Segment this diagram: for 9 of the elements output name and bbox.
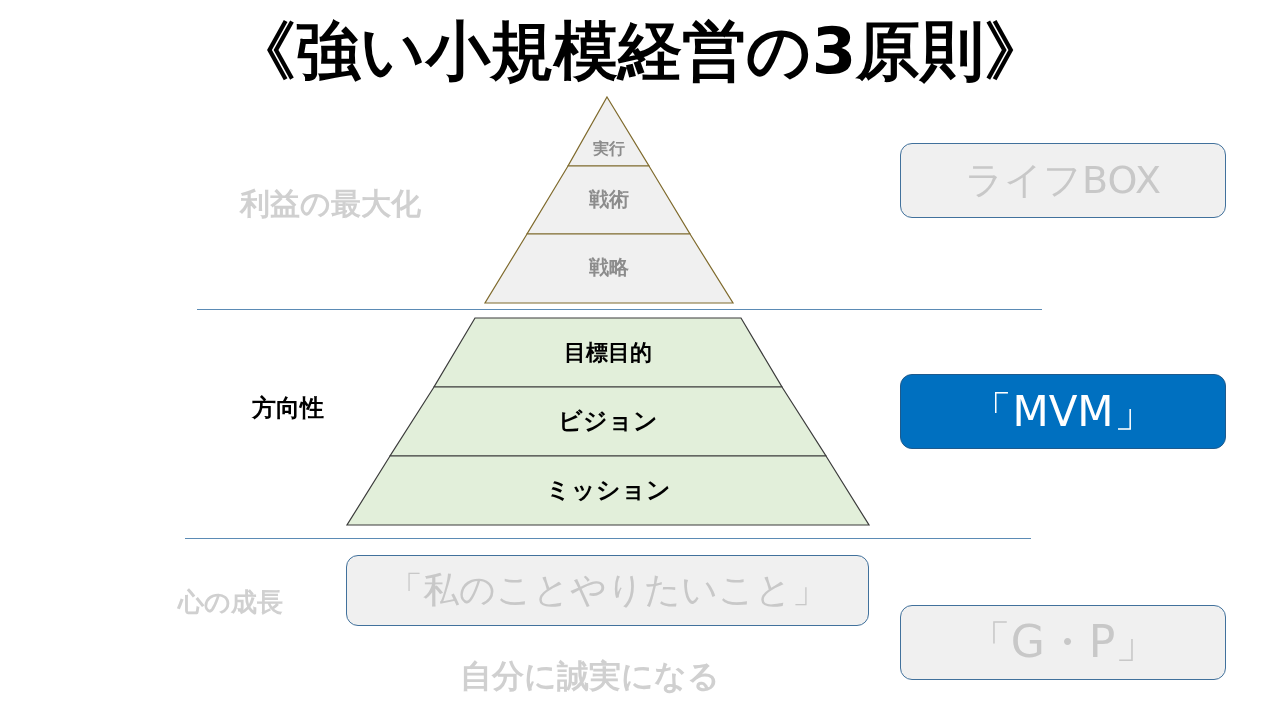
title: 《強い小規模経営の3原則》 bbox=[230, 13, 1050, 90]
pyramid-tier: 実行 bbox=[568, 97, 649, 166]
pyramid-tier: 目標目的 bbox=[434, 318, 782, 387]
pyramid-tier: 戦術 bbox=[527, 166, 690, 234]
pyramid-tier: 戦略 bbox=[485, 234, 733, 303]
pyramid-tier: ビジョン bbox=[390, 387, 826, 456]
text-label: 方向性 bbox=[252, 393, 324, 424]
pyramid-tier: ミッション bbox=[347, 456, 869, 525]
rounded-box: 「MVM」 bbox=[900, 374, 1226, 449]
